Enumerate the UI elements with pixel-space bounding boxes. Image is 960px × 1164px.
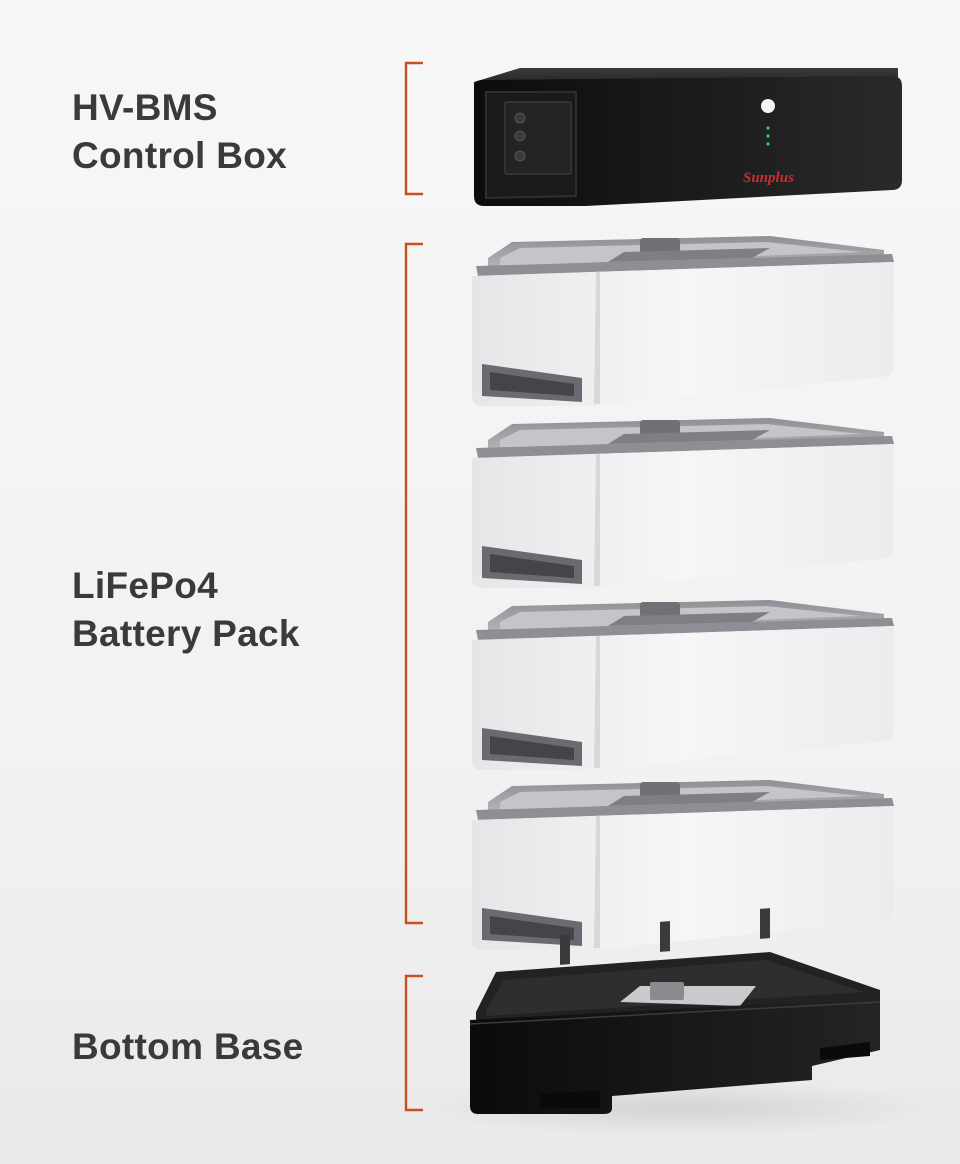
control-box: Sunplus — [474, 68, 902, 206]
status-led-icon — [766, 134, 769, 137]
battery-pack-bracket — [406, 244, 423, 923]
battery-module — [472, 780, 894, 950]
battery-module — [472, 600, 894, 770]
power-button-icon — [761, 99, 775, 113]
connector-port-3 — [515, 151, 525, 161]
bottom-base-rib — [660, 921, 670, 952]
bottom-base-connector — [650, 982, 684, 1000]
control-box-bracket — [406, 63, 423, 194]
bottom-base-rib — [760, 908, 770, 939]
status-led-icon — [766, 142, 769, 145]
bottom-base-rib — [560, 934, 570, 965]
battery-modules — [472, 236, 894, 950]
brand-logo: Sunplus — [743, 170, 794, 186]
battery-module — [472, 236, 894, 406]
connector-port-1 — [515, 113, 525, 123]
bottom-base-bracket — [406, 976, 423, 1110]
connector-port-2 — [515, 131, 525, 141]
status-led-icon — [766, 126, 769, 129]
battery-module — [472, 418, 894, 588]
brackets — [406, 63, 423, 1110]
